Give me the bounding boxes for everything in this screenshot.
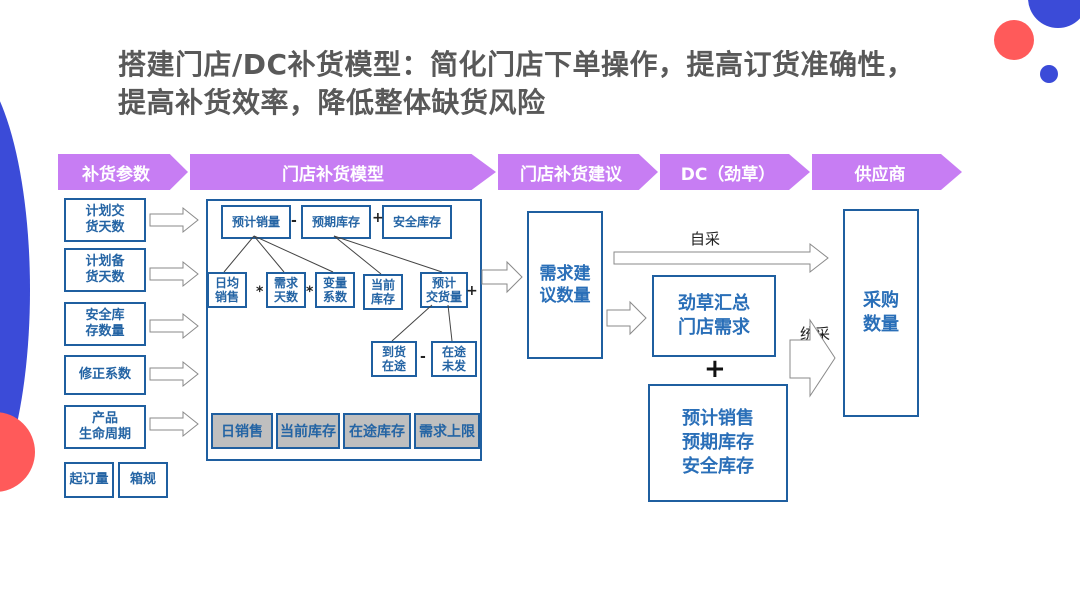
model-input-daily-sales: 日销售 xyxy=(211,413,273,449)
top-right-red-circle xyxy=(994,20,1034,60)
arrow-param-3 xyxy=(149,312,199,340)
banner-dc: DC（劲草） xyxy=(660,154,810,190)
title-line-1: 搭建门店/DC补货模型：简化门店下单操作，提高订货准确性， xyxy=(118,48,915,81)
model-safety-stock: 安全库存 xyxy=(382,205,452,239)
model-input-current-stock: 当前库存 xyxy=(276,413,340,449)
param-safety-qty: 安全库 存数量 xyxy=(64,302,146,346)
banner-model-label: 门店补货模型 xyxy=(282,164,384,185)
model-daily-avg-sales: 日均 销售 xyxy=(207,272,247,308)
arrow-suggest-to-dc xyxy=(606,300,647,336)
supplier-quantity-box: 采购 数量 xyxy=(843,209,919,417)
suggest-quantity-box: 需求建 议数量 xyxy=(527,211,603,359)
arrow-unified-purchase xyxy=(789,318,836,398)
model-transit-unshipped: 在途 未发 xyxy=(431,341,477,377)
label-self-purchase: 自采 xyxy=(690,230,721,248)
arrow-model-to-suggest xyxy=(481,260,523,294)
banner-model: 门店补货模型 xyxy=(190,154,496,190)
param-pack: 箱规 xyxy=(118,462,168,498)
op-minus-2: - xyxy=(420,349,426,365)
left-red-circle xyxy=(0,412,35,492)
op-minus-1: - xyxy=(291,213,297,229)
op-plus-1: + xyxy=(372,210,384,226)
left-blue-arc xyxy=(0,101,30,479)
op-times-2: * xyxy=(306,284,314,300)
param-moq: 起订量 xyxy=(64,462,114,498)
link-forecast-daily xyxy=(223,235,255,273)
title-line-2: 提高补货效率，降低整体缺货风险 xyxy=(118,86,546,119)
link-forecast-coef xyxy=(253,235,334,273)
banner-supplier-label: 供应商 xyxy=(854,164,906,185)
model-arrival-transit: 到货 在途 xyxy=(371,341,417,377)
banner-params-label: 补货参数 xyxy=(82,164,150,185)
arrow-self-purchase xyxy=(613,242,829,274)
param-stock-days: 计划备 货天数 xyxy=(64,248,146,292)
param-correction: 修正系数 xyxy=(64,355,146,395)
top-right-blue-circle xyxy=(1028,0,1080,28)
banner-suggest-label: 门店补货建议 xyxy=(520,164,622,185)
banner-params: 补货参数 xyxy=(58,154,188,190)
op-times-1: * xyxy=(256,284,264,300)
dc-needs-box: 预计销售 预期库存 安全库存 xyxy=(648,384,788,502)
dc-plus-sign: + xyxy=(704,354,726,384)
arrow-param-1 xyxy=(149,206,199,234)
top-right-small-blue-circle xyxy=(1040,65,1058,83)
arrow-param-5 xyxy=(149,410,199,438)
model-input-demand-limit: 需求上限 xyxy=(414,413,480,449)
model-forecast-delivery: 预计 交货量 xyxy=(420,272,468,308)
link-delivery-arrival xyxy=(391,304,433,342)
link-expected-current xyxy=(333,235,382,275)
dc-summary-box: 劲草汇总 门店需求 xyxy=(652,275,776,357)
model-variable-coef: 变量 系数 xyxy=(315,272,355,308)
banner-suggest: 门店补货建议 xyxy=(498,154,658,190)
param-lifecycle: 产品 生命周期 xyxy=(64,405,146,449)
param-delivery-days: 计划交 货天数 xyxy=(64,198,146,242)
link-forecast-demand xyxy=(253,235,285,273)
model-input-transit-stock: 在途库存 xyxy=(343,413,411,449)
op-plus-2: + xyxy=(466,283,478,299)
model-current-stock: 当前 库存 xyxy=(363,274,403,310)
model-demand-days: 需求 天数 xyxy=(266,272,306,308)
banner-supplier: 供应商 xyxy=(812,154,962,190)
arrow-param-4 xyxy=(149,360,199,388)
banner-dc-label: DC（劲草） xyxy=(680,164,776,185)
arrow-param-2 xyxy=(149,260,199,288)
page-title: 搭建门店/DC补货模型：简化门店下单操作，提高订货准确性， 提高补货效率，降低整… xyxy=(118,46,1018,122)
link-delivery-unshipped xyxy=(447,304,453,342)
link-expected-delivery xyxy=(333,235,443,273)
